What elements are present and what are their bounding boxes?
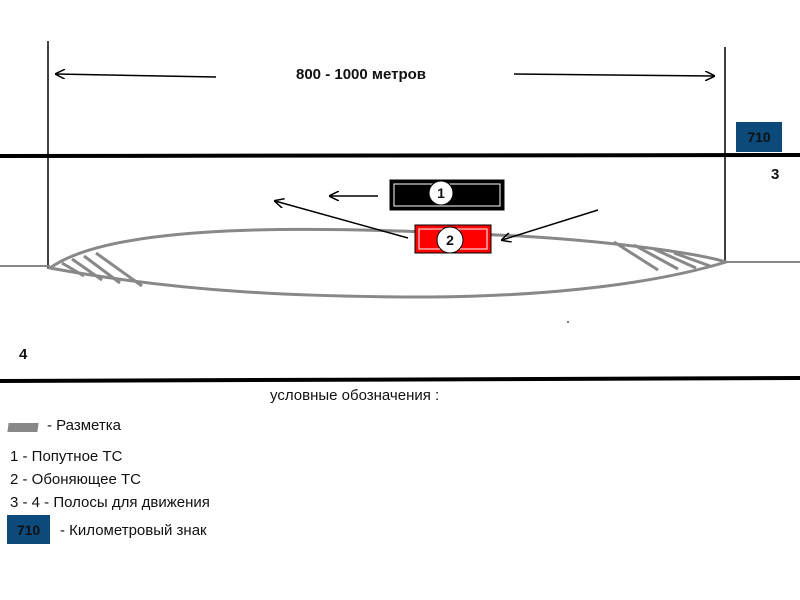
lane-3-label: 3	[771, 166, 780, 183]
vehicle-2-exit-arrow	[275, 201, 409, 239]
vehicle-2-approach-arrow	[502, 209, 599, 240]
road-top-edge	[0, 153, 800, 158]
km-sign: 710	[736, 122, 782, 152]
vehicle-2: 2	[414, 224, 492, 254]
hatch-marking-left	[61, 251, 143, 288]
legend-title: условные обозначения :	[270, 387, 440, 404]
vehicle-1-number: 1	[437, 185, 445, 201]
stray-dot	[567, 321, 569, 323]
legend-lanes: 3 - 4 - Полосы для движения	[10, 494, 210, 511]
distance-label: 800 - 1000 метров	[296, 66, 427, 83]
distance-arrow-left	[56, 74, 217, 77]
vehicle-2-number: 2	[446, 232, 454, 248]
legend-km-sign-text: - Километровый знак	[60, 522, 207, 539]
legend-marking-text: - Разметка	[47, 417, 121, 434]
legend-vehicle-1: 1 - Попутное ТС	[10, 448, 123, 465]
lane-4-label: 4	[19, 346, 28, 363]
hatch-marking-right	[613, 240, 711, 272]
legend-vehicle-2: 2 - Обоняющее ТС	[10, 471, 141, 488]
traffic-island	[46, 227, 732, 299]
distance-arrow-right	[513, 74, 714, 76]
vehicle-1: 1	[389, 179, 505, 211]
road-bottom-edge	[0, 376, 800, 383]
legend-km-sign: 710	[7, 515, 50, 544]
legend-marking-swatch	[7, 423, 39, 432]
